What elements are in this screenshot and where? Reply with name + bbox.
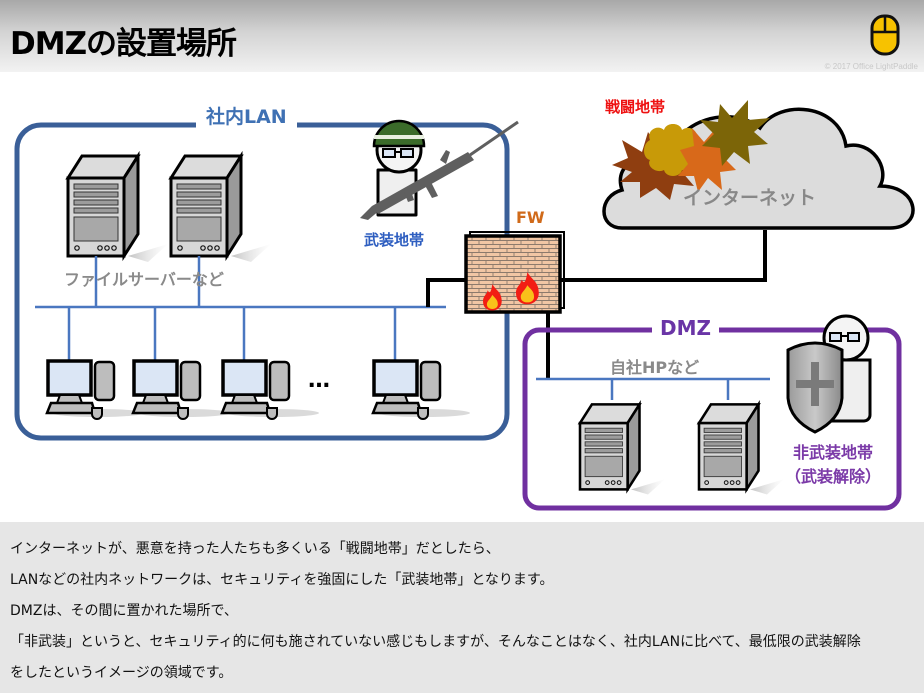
shield-person-icon (786, 314, 872, 434)
description-line-3: DMZは、その間に置かれた場所で、 (10, 603, 238, 619)
firewall-label: FW (516, 208, 545, 227)
page-title: DMZの設置場所 (10, 26, 237, 62)
mouse-icon (870, 14, 900, 56)
fw-links (426, 230, 767, 379)
firewall-icon (464, 231, 565, 314)
non-armed-zone-label: 非武装地帯 （武装解除） (785, 441, 881, 489)
non-armed-zone-line2: （武装解除） (785, 467, 882, 486)
lan-pc-4 (371, 359, 472, 421)
explosion-icons (612, 100, 770, 200)
description-line-2: LANなどの社内ネットワークは、セキュリティを強固にした「武装地帯」となります。 (10, 572, 554, 588)
description-panel: インターネットが、悪意を持った人たちも多くいる「戦闘地帯」だとしたら、 LANな… (0, 522, 924, 693)
description-line-1: インターネットが、悪意を持った人たちも多くいる「戦闘地帯」だとしたら、 (10, 541, 500, 557)
armed-zone-label: 武装地帯 (364, 231, 425, 249)
non-armed-zone-line1: 非武装地帯 (793, 443, 874, 462)
dmz-bus (536, 377, 770, 400)
network-diagram (14, 100, 915, 511)
internet-label: インターネット (683, 187, 817, 209)
description-line-4: 「非武装」というと、セキュリティ的に何も施されていない感じもしますが、そんなこと… (10, 634, 861, 650)
lan-bus (35, 256, 446, 362)
copyright-text: © 2017 Office LightPaddle (824, 62, 918, 71)
more-pcs-ellipsis: … (308, 368, 333, 393)
description-line-5: をしたというイメージの領域です。 (10, 665, 233, 681)
lan-server-2 (169, 154, 271, 262)
dmz-zone-title: DMZ (652, 316, 720, 340)
dmz-server-2 (697, 403, 784, 495)
dmz-server-label: 自社HPなど (610, 358, 700, 377)
armed-soldier-icon (360, 119, 519, 220)
combat-zone-label: 戦闘地帯 (605, 98, 666, 116)
lan-pc-3 (220, 359, 321, 421)
lan-pc-2 (131, 359, 232, 421)
lan-zone-title: 社内LAN (196, 102, 297, 129)
dmz-server-1 (578, 403, 665, 495)
header-bar: DMZの設置場所 © 2017 Office LightPaddle (0, 0, 924, 72)
file-server-label: ファイルサーバーなど (64, 270, 224, 289)
lan-server-1 (66, 154, 168, 262)
lan-pc-1 (45, 359, 146, 421)
rifle-icon (360, 120, 519, 220)
